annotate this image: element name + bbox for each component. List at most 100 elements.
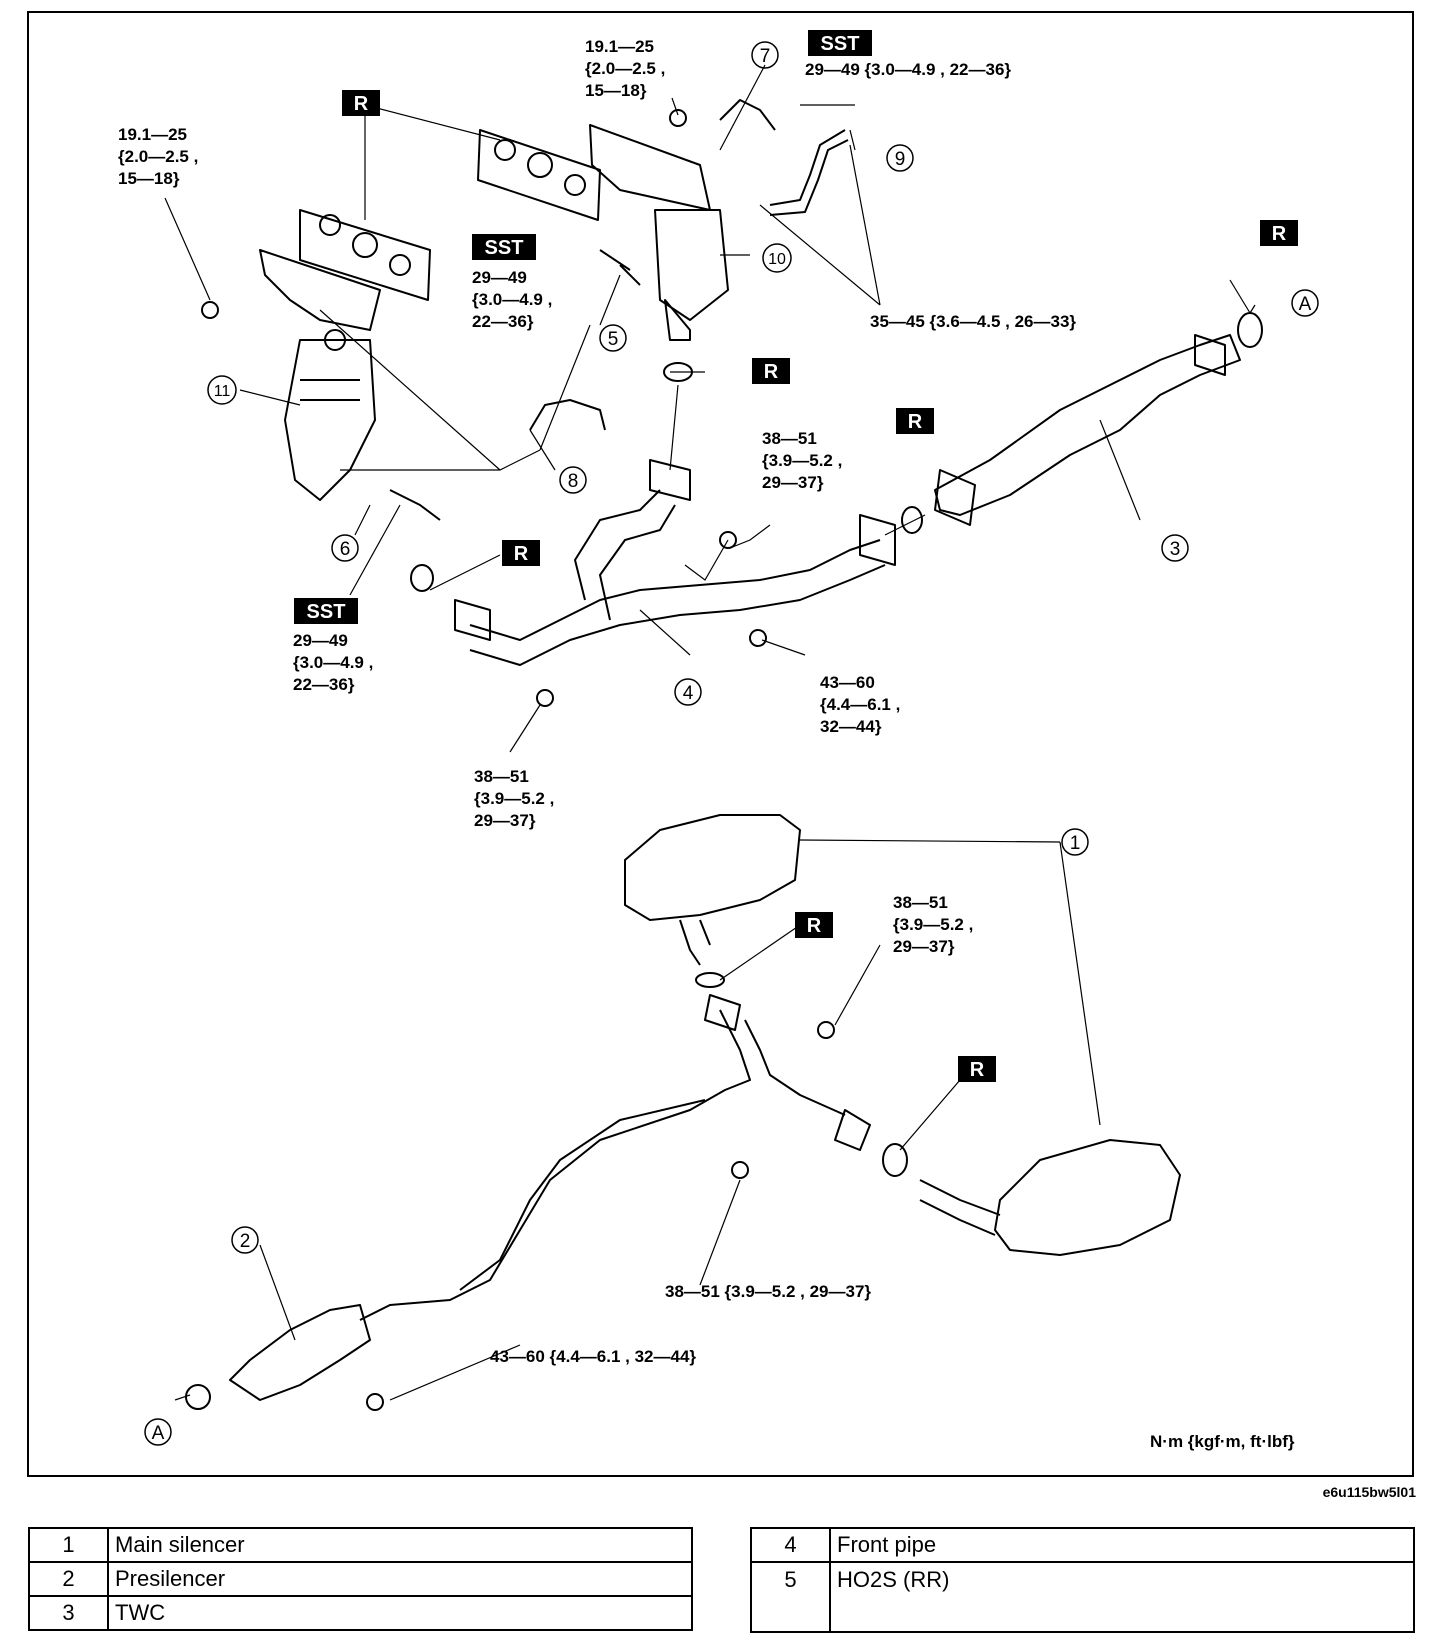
svg-text:SST: SST bbox=[307, 601, 346, 623]
ho2s-5-icon bbox=[599, 249, 641, 286]
svg-text:R: R bbox=[354, 93, 369, 115]
svg-text:R: R bbox=[1272, 223, 1287, 245]
gasket-front-pipe-b-icon bbox=[901, 506, 923, 534]
replace-tag: R bbox=[958, 1056, 996, 1082]
tags: SST SST SST R R R R R bbox=[294, 30, 1298, 1082]
legend-row: 2 Presilencer bbox=[28, 1561, 693, 1597]
torque-label-12: 43—60 {4.4—6.1 , 32—44} bbox=[490, 1347, 696, 1366]
svg-text:R: R bbox=[514, 543, 529, 565]
nut-icon bbox=[366, 1393, 384, 1411]
torque-label-11: 38—51 {3.9—5.2 , 29—37} bbox=[665, 1282, 871, 1301]
callout-2: 2 bbox=[231, 1226, 259, 1254]
ho2s-6-icon bbox=[389, 489, 441, 521]
callout-10: 10 bbox=[762, 243, 792, 273]
twc-main-icon bbox=[934, 334, 1241, 516]
svg-text:8: 8 bbox=[568, 471, 579, 492]
torque-label-9: 38—51{3.9—5.2 ,29—37} bbox=[474, 767, 554, 830]
replace-tag: R bbox=[752, 358, 790, 384]
nut-icon bbox=[749, 629, 767, 647]
svg-text:11: 11 bbox=[214, 383, 231, 400]
presilencer-icon bbox=[229, 1304, 371, 1401]
warm-up-twc-icon bbox=[284, 339, 376, 501]
reference-a-lower: A bbox=[144, 1418, 172, 1446]
svg-text:10: 10 bbox=[768, 251, 786, 268]
ho2s-7-icon bbox=[719, 99, 776, 131]
diagram-frame bbox=[27, 11, 1414, 1477]
parts-legend-left: 1 Main silencer 2 Presilencer 3 TWC bbox=[28, 1527, 693, 1631]
svg-text:R: R bbox=[807, 915, 822, 937]
ho2s-8-icon bbox=[529, 399, 606, 431]
callout-1: 1 bbox=[1061, 828, 1089, 856]
svg-text:9: 9 bbox=[895, 149, 906, 170]
replace-tag: R bbox=[342, 90, 380, 116]
legend-number: 4 bbox=[750, 1527, 831, 1563]
svg-text:SST: SST bbox=[821, 33, 860, 55]
callouts: 1 2 3 4 5 6 7 8 9 10 11 A A bbox=[144, 41, 1319, 1446]
sst-tag: SST bbox=[294, 598, 358, 624]
replace-tag: R bbox=[896, 408, 934, 434]
svg-text:SST: SST bbox=[485, 237, 524, 259]
exhaust-manifold-right-icon bbox=[589, 124, 711, 211]
exhaust-manifold-left-icon bbox=[259, 249, 381, 331]
legend-row: 5 HO2S (RR) bbox=[750, 1561, 1415, 1633]
main-silencer-lower-icon bbox=[994, 1139, 1181, 1256]
callout-5: 5 bbox=[599, 324, 627, 352]
exhaust-system-diagram: 19.1—25{2.0—2.5 ,15—18} 19.1—25{2.0—2.5 … bbox=[27, 11, 1414, 1477]
gasket-a-icon bbox=[1237, 312, 1263, 348]
gasket-right-icon bbox=[477, 129, 601, 221]
legend-number: 5 bbox=[750, 1561, 831, 1633]
legend-number: 2 bbox=[28, 1561, 109, 1597]
svg-text:R: R bbox=[908, 411, 923, 433]
sst-tag: SST bbox=[808, 30, 872, 56]
svg-text:2: 2 bbox=[240, 1231, 251, 1252]
callout-3: 3 bbox=[1161, 534, 1189, 562]
torque-label-8: 43—60{4.4—6.1 ,32—44} bbox=[820, 673, 900, 736]
torque-label-4: 29—49{3.0—4.9 ,22—36} bbox=[472, 268, 552, 331]
nut-icon bbox=[719, 531, 737, 549]
nut-icon bbox=[201, 301, 219, 319]
torque-label-2: 19.1—25{2.0—2.5 ,15—18} bbox=[585, 37, 665, 100]
legend-part-name: Presilencer bbox=[107, 1561, 693, 1597]
torque-label-5: 35—45 {3.6—4.5 , 26—33} bbox=[870, 312, 1076, 331]
legend-number: 3 bbox=[28, 1595, 109, 1631]
egr-pipe-icon bbox=[769, 129, 846, 206]
nut-icon bbox=[669, 109, 687, 127]
nut-icon bbox=[536, 689, 554, 707]
legend-part-name: Main silencer bbox=[107, 1527, 693, 1563]
svg-text:7: 7 bbox=[760, 46, 771, 67]
torque-labels: 19.1—25{2.0—2.5 ,15—18} 19.1—25{2.0—2.5 … bbox=[118, 37, 1076, 1366]
gasket-front-pipe-a-icon bbox=[410, 564, 434, 592]
torque-label-6: 38—51{3.9—5.2 ,29—37} bbox=[762, 429, 842, 492]
callout-8: 8 bbox=[559, 466, 587, 494]
svg-text:1: 1 bbox=[1070, 833, 1081, 854]
svg-text:R: R bbox=[970, 1059, 985, 1081]
parts-drawing bbox=[185, 99, 1263, 1411]
legend-number: 1 bbox=[28, 1527, 109, 1563]
main-silencer-upper-icon bbox=[624, 814, 801, 921]
units-note: N·m {kgf·m, ft·lbf} bbox=[1150, 1432, 1295, 1451]
callout-4: 4 bbox=[674, 678, 702, 706]
gasket-lower-icon bbox=[882, 1143, 908, 1177]
torque-label-3: 29—49 {3.0—4.9 , 22—36} bbox=[805, 60, 1011, 79]
nut-icon bbox=[817, 1021, 835, 1039]
svg-text:R: R bbox=[764, 361, 779, 383]
svg-text:A: A bbox=[152, 1423, 165, 1444]
legend-row: 1 Main silencer bbox=[28, 1527, 693, 1563]
legend-part-name: TWC bbox=[107, 1595, 693, 1631]
nut-icon bbox=[731, 1161, 749, 1179]
parts-legend-right: 4 Front pipe 5 HO2S (RR) bbox=[750, 1527, 1415, 1633]
reference-a-upper: A bbox=[1291, 289, 1319, 317]
sst-tag: SST bbox=[472, 234, 536, 260]
callout-6: 6 bbox=[331, 534, 359, 562]
torque-label-1: 19.1—25{2.0—2.5 ,15—18} bbox=[118, 125, 198, 188]
figure-code: e6u115bw5l01 bbox=[1322, 1484, 1416, 1500]
tail-pipe-icon bbox=[359, 1009, 751, 1321]
legend-row: 3 TWC bbox=[28, 1595, 693, 1631]
svg-text:A: A bbox=[1299, 294, 1312, 315]
replace-tag: R bbox=[502, 540, 540, 566]
replace-tag: R bbox=[795, 912, 833, 938]
torque-label-7: 29—49{3.0—4.9 ,22—36} bbox=[293, 631, 373, 694]
callout-7: 7 bbox=[751, 41, 779, 69]
leader-lines bbox=[164, 64, 1256, 1401]
gasket-left-icon bbox=[299, 209, 431, 301]
